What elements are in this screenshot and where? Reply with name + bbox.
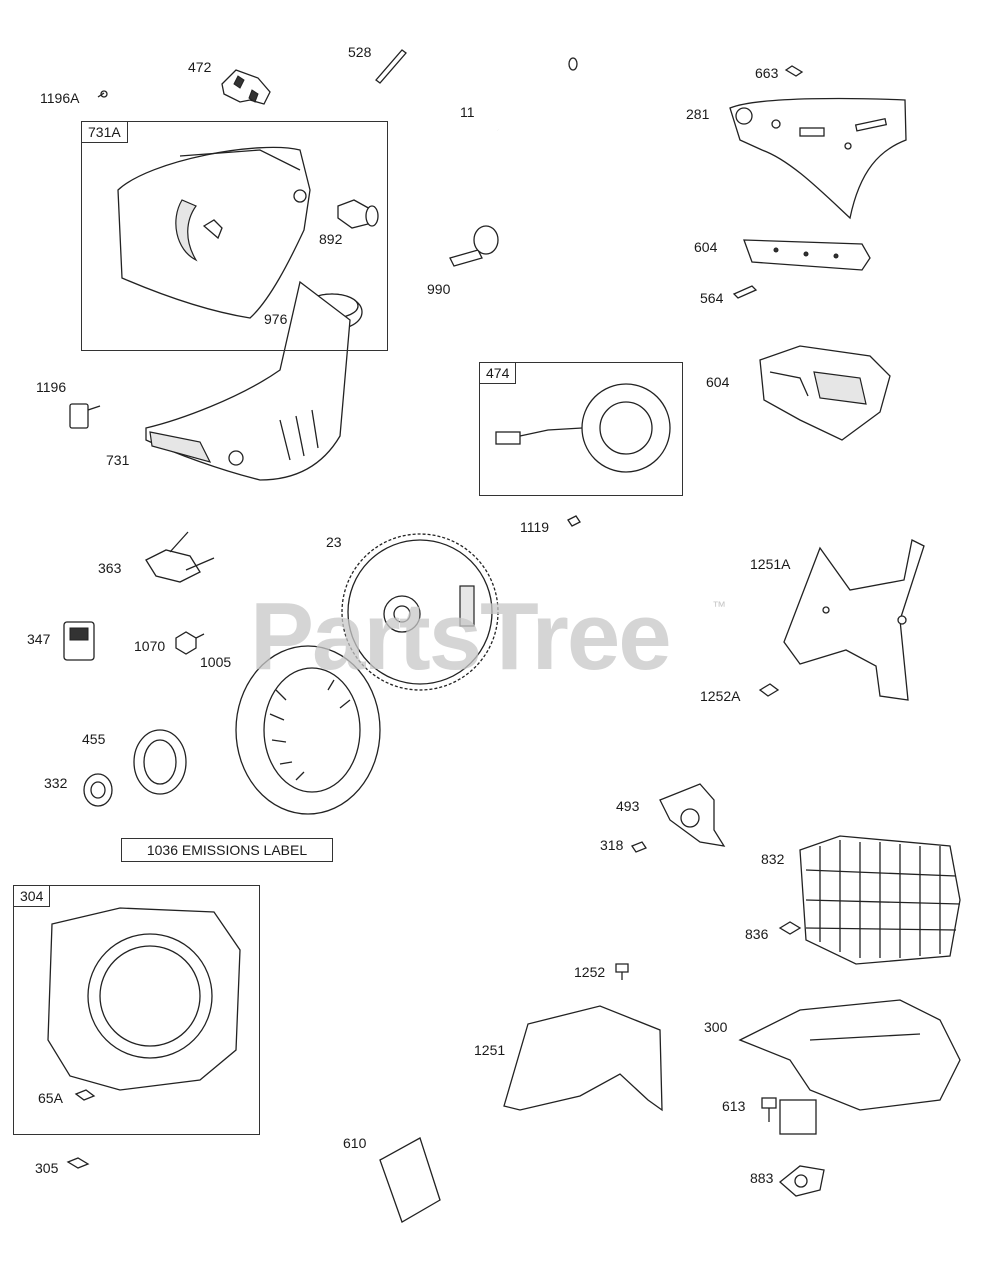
part-label-883[interactable]: 883 xyxy=(750,1170,774,1186)
part-label-455[interactable]: 455 xyxy=(82,731,106,747)
part-23-flywheel[interactable] xyxy=(341,533,499,691)
part-label-363[interactable]: 363 xyxy=(98,560,122,576)
part-604-shroud[interactable] xyxy=(759,345,891,441)
part-label-1251[interactable]: 1251 xyxy=(474,1042,506,1058)
part-label-305[interactable]: 305 xyxy=(35,1160,59,1176)
part-604-plate[interactable] xyxy=(743,239,871,271)
part-label-347[interactable]: 347 xyxy=(27,631,51,647)
group-label-474[interactable]: 474 xyxy=(480,363,517,384)
part-663-screw[interactable] xyxy=(784,65,804,77)
part-label-1196[interactable]: 1196 xyxy=(36,379,67,395)
part-1005-fan[interactable] xyxy=(235,645,381,815)
part-label-832[interactable]: 832 xyxy=(761,851,785,867)
part-label-281[interactable]: 281 xyxy=(686,106,710,122)
watermark: PartsTree xyxy=(250,583,672,690)
emissions-label-callout[interactable]: 1036 EMISSIONS LABEL xyxy=(121,838,333,862)
group-label-731A[interactable]: 731A xyxy=(82,122,128,143)
group-label-304[interactable]: 304 xyxy=(14,886,51,907)
part-label-604-plate[interactable]: 604 xyxy=(694,239,718,255)
part-305-screw[interactable] xyxy=(66,1157,90,1169)
part-label-332[interactable]: 332 xyxy=(44,775,68,791)
part-528-tube[interactable] xyxy=(375,49,407,84)
part-label-613[interactable]: 613 xyxy=(722,1098,746,1114)
part-label-1070[interactable]: 1070 xyxy=(134,638,166,654)
trademark-symbol: ™ xyxy=(712,598,726,614)
part-label-976[interactable]: 976 xyxy=(264,311,288,327)
part-363-ignition[interactable] xyxy=(145,531,215,583)
part-832-muffler-guard[interactable] xyxy=(799,835,961,965)
part-label-564[interactable]: 564 xyxy=(700,290,724,306)
part-label-836[interactable]: 836 xyxy=(745,926,769,942)
part-1070-nut[interactable] xyxy=(175,631,205,655)
part-label-1196A[interactable]: 1196A xyxy=(40,90,80,106)
part-65A-screw[interactable] xyxy=(74,1089,96,1101)
part-11-hose[interactable] xyxy=(492,55,578,131)
part-347-switch[interactable] xyxy=(63,621,95,661)
part-1252A-screw[interactable] xyxy=(758,683,780,697)
part-1119-screw[interactable] xyxy=(567,515,581,527)
part-610-plate[interactable] xyxy=(379,1137,441,1223)
part-label-318[interactable]: 318 xyxy=(600,837,624,853)
part-label-1251A[interactable]: 1251A xyxy=(750,556,791,572)
part-label-1119[interactable]: 1119 xyxy=(520,519,550,535)
part-304-blower-housing[interactable] xyxy=(47,907,241,1091)
part-892-fitting[interactable] xyxy=(337,199,379,229)
part-label-610[interactable]: 610 xyxy=(343,1135,367,1151)
part-label-300[interactable]: 300 xyxy=(704,1019,728,1035)
group-box-474: 474 xyxy=(479,362,683,496)
part-label-663[interactable]: 663 xyxy=(755,65,779,81)
part-label-604-shroud[interactable]: 604 xyxy=(706,374,730,390)
part-label-1252[interactable]: 1252 xyxy=(574,964,606,980)
part-455-screen[interactable] xyxy=(133,729,187,795)
part-731-guard[interactable] xyxy=(145,280,351,481)
group-box-304: 304 xyxy=(13,885,260,1135)
group-box-731A: 731A xyxy=(81,121,388,351)
part-1196-clip[interactable] xyxy=(69,403,101,429)
part-label-892[interactable]: 892 xyxy=(319,231,343,247)
part-300-muffler[interactable] xyxy=(738,999,961,1135)
part-472-clip[interactable] xyxy=(221,69,271,105)
part-332-adapter[interactable] xyxy=(83,773,113,807)
part-label-528[interactable]: 528 xyxy=(348,44,372,60)
part-836-screw[interactable] xyxy=(778,921,802,935)
part-613-screw[interactable] xyxy=(761,1097,777,1122)
part-label-493[interactable]: 493 xyxy=(616,798,640,814)
part-label-731[interactable]: 731 xyxy=(106,452,130,468)
part-label-65A[interactable]: 65A xyxy=(38,1090,63,1106)
part-label-990[interactable]: 990 xyxy=(427,281,451,297)
part-990-fitting[interactable] xyxy=(449,225,499,267)
part-1251-shield[interactable] xyxy=(503,1005,663,1112)
part-1251A-bracket[interactable] xyxy=(783,539,925,701)
part-474-stator[interactable] xyxy=(495,383,671,473)
part-564-screw[interactable] xyxy=(732,285,758,299)
part-1252-screw[interactable] xyxy=(615,963,629,980)
part-label-1252A[interactable]: 1252A xyxy=(700,688,741,704)
part-label-11[interactable]: 11 xyxy=(460,104,475,120)
part-1196A-screw[interactable] xyxy=(97,90,108,98)
part-label-472[interactable]: 472 xyxy=(188,59,212,75)
part-493-bracket[interactable] xyxy=(659,783,726,847)
part-label-1005[interactable]: 1005 xyxy=(200,654,232,670)
part-318-screw[interactable] xyxy=(631,841,647,853)
part-883-gasket[interactable] xyxy=(778,1165,825,1197)
part-label-23[interactable]: 23 xyxy=(326,534,342,550)
part-731A-housing[interactable] xyxy=(117,146,311,319)
part-281-bracket[interactable] xyxy=(729,97,907,220)
